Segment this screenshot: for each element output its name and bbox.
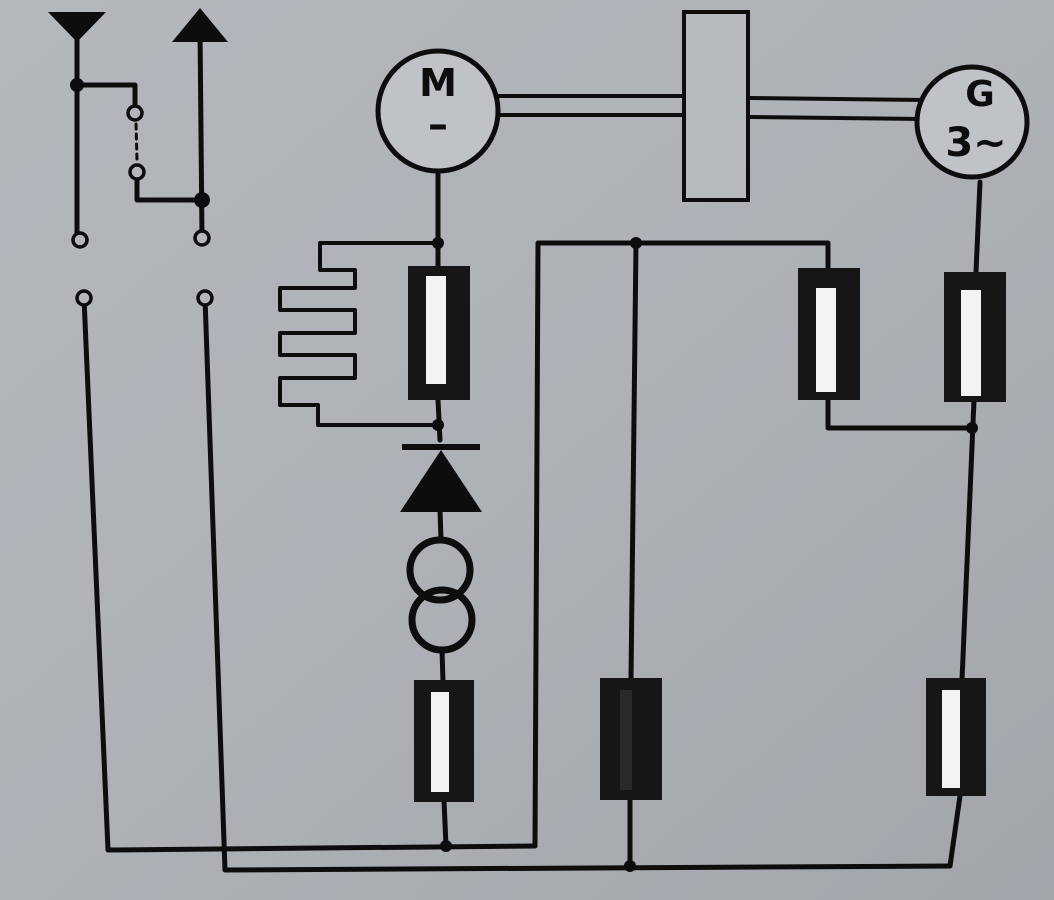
shaft-top-right bbox=[746, 96, 928, 102]
wire-right-bottom bbox=[947, 793, 963, 869]
wire-window-bottom bbox=[441, 797, 449, 849]
indicator-window-icon bbox=[944, 272, 1006, 402]
wire-right-vertical bbox=[959, 397, 977, 683]
wire-transformer-window bbox=[439, 647, 446, 685]
wire-branch-bottom bbox=[134, 169, 205, 203]
motor-sub-label: – bbox=[428, 102, 448, 148]
switch-contact-icon[interactable] bbox=[128, 163, 146, 181]
generator-icon: G 3~ bbox=[914, 64, 1030, 180]
transformer-icon bbox=[406, 536, 476, 654]
arrow-down-icon bbox=[48, 12, 106, 42]
motor-label: M bbox=[419, 61, 457, 105]
switch-contact-icon[interactable] bbox=[75, 289, 93, 307]
diode-icon bbox=[400, 444, 482, 512]
junction-dot bbox=[440, 840, 452, 852]
junction-dot bbox=[70, 78, 84, 92]
wire-supply-left bbox=[81, 295, 538, 853]
switch-contact-icon[interactable] bbox=[71, 231, 89, 249]
wire-right-join bbox=[825, 397, 975, 431]
arrow-up-icon bbox=[172, 8, 228, 42]
junction-dot bbox=[432, 419, 444, 431]
switch-link bbox=[134, 122, 139, 162]
switch-contacts bbox=[71, 104, 214, 307]
motor-icon: M – bbox=[375, 48, 501, 174]
indicator-window-icon bbox=[408, 266, 470, 400]
indicator-window-icon bbox=[798, 268, 860, 400]
indicator-window-icon bbox=[926, 678, 986, 796]
junction-dot bbox=[624, 860, 636, 872]
resistor-icon bbox=[300, 480, 386, 520]
wire-center-vertical bbox=[628, 240, 639, 683]
switch-contact-icon[interactable] bbox=[126, 104, 144, 122]
junctions bbox=[70, 78, 978, 872]
switch-contact-icon[interactable] bbox=[193, 229, 211, 247]
indicator-windows bbox=[408, 266, 1006, 802]
indicator-window-icon bbox=[600, 678, 662, 800]
junction-dot bbox=[630, 237, 642, 249]
wire-diode-transformer bbox=[437, 507, 444, 543]
generator-phase-label: 3~ bbox=[945, 120, 1006, 166]
wire-generator-down bbox=[973, 179, 983, 275]
coupling-icon bbox=[682, 10, 750, 202]
wire-supply-right bbox=[202, 295, 953, 873]
shaft-bottom-right bbox=[746, 115, 928, 121]
wire-middle-loop bbox=[532, 240, 831, 849]
junction-dot bbox=[194, 192, 210, 208]
junction-dot bbox=[966, 422, 978, 434]
field-rheostat bbox=[278, 241, 440, 427]
switch-contact-icon[interactable] bbox=[196, 289, 214, 307]
wiring bbox=[74, 19, 983, 873]
indicator-window-icon bbox=[414, 680, 474, 802]
junction-dot bbox=[432, 237, 444, 249]
wire-branch-top bbox=[74, 82, 138, 113]
generator-label: G bbox=[965, 74, 995, 115]
